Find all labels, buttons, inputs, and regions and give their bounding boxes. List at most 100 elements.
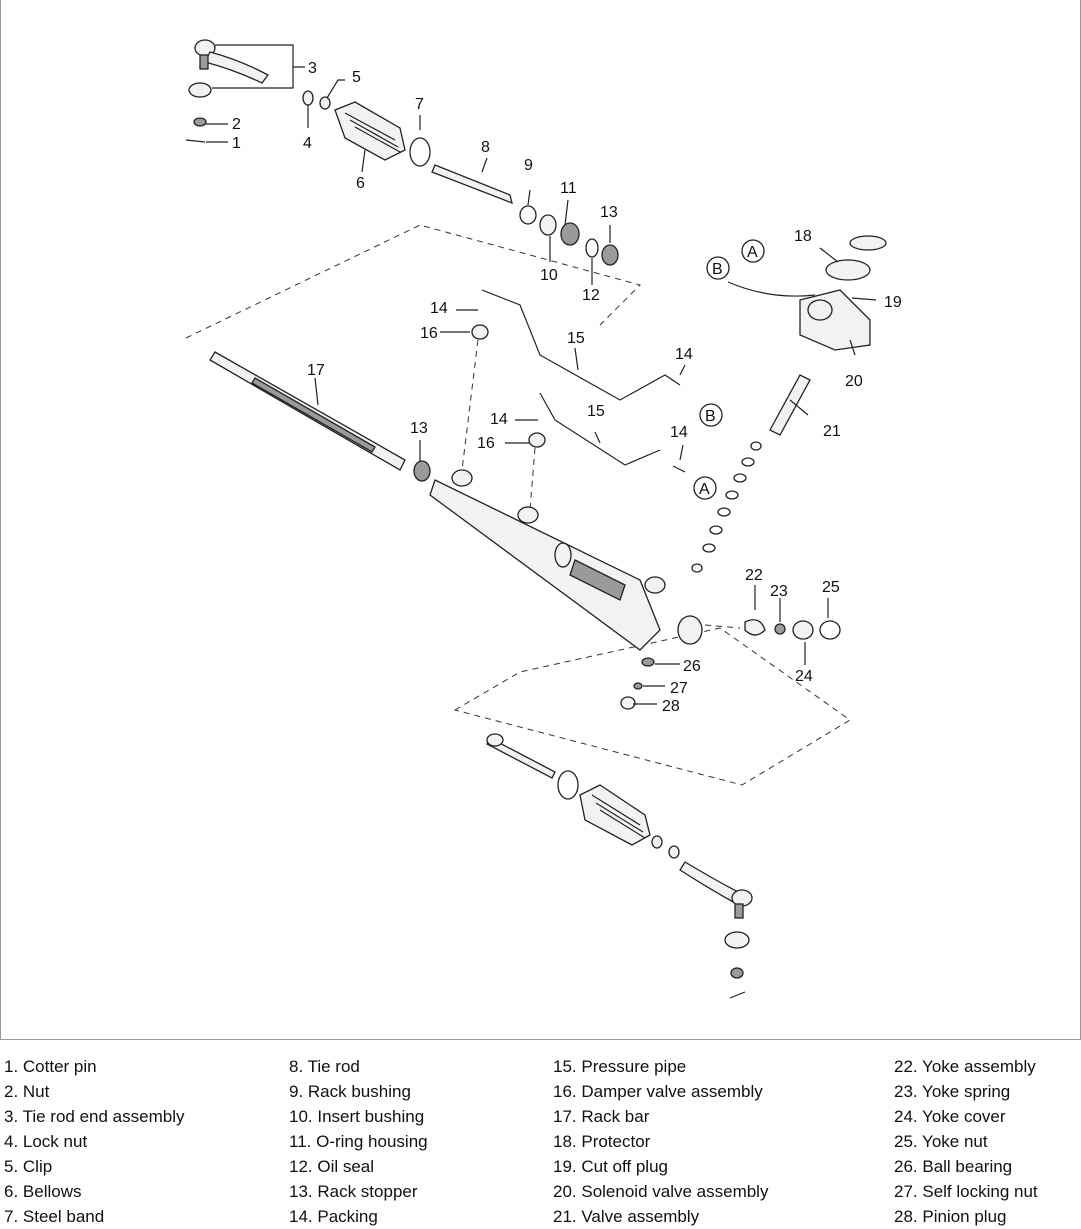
marker-b-upper: B xyxy=(712,261,723,278)
valve-assembly xyxy=(769,374,811,436)
tie-rod-upper xyxy=(431,164,513,205)
label-15-lower: 15 xyxy=(587,403,605,420)
ball-bearing xyxy=(641,657,655,667)
label-22: 22 xyxy=(745,567,763,584)
legend-item: 9. Rack bushing xyxy=(289,1082,411,1101)
label-21: 21 xyxy=(823,423,841,440)
legend-item: 8. Tie rod xyxy=(289,1057,360,1076)
marker-a-lower: A xyxy=(699,481,710,498)
lock-nut-lower xyxy=(668,845,680,859)
pressure-pipe-lower xyxy=(539,392,661,466)
label-14-c: 14 xyxy=(490,411,508,428)
label-23: 23 xyxy=(770,583,788,600)
clip-upper xyxy=(319,96,331,110)
label-7: 7 xyxy=(415,96,424,113)
legend-item: 28. Pinion plug xyxy=(894,1207,1007,1226)
legend-item: 15. Pressure pipe xyxy=(553,1057,687,1076)
label-11: 11 xyxy=(560,180,577,197)
label-15-upper: 15 xyxy=(567,330,585,347)
solenoid-valve-assembly xyxy=(799,235,887,351)
legend-item: 14. Packing xyxy=(289,1207,378,1226)
pinion-plug xyxy=(620,696,636,710)
parts-legend: 1. Cotter pin 2. Nut 3. Tie rod end asse… xyxy=(0,1048,1081,1226)
insert-bushing xyxy=(539,214,557,236)
legend-column-2: 8. Tie rod 9. Rack bushing 10. Insert bu… xyxy=(289,1054,428,1229)
bellows-upper xyxy=(334,101,406,161)
legend-item: 16. Damper valve assembly xyxy=(553,1082,763,1101)
legend-item: 4. Lock nut xyxy=(4,1132,88,1151)
legend-item: 13. Rack stopper xyxy=(289,1182,418,1201)
label-2: 2 xyxy=(232,116,241,133)
legend-item: 24. Yoke cover xyxy=(894,1107,1006,1126)
label-28: 28 xyxy=(662,698,680,715)
marker-a-upper: A xyxy=(747,244,758,261)
rack-stopper-lower xyxy=(413,460,431,482)
label-3: 3 xyxy=(308,60,317,77)
rack-bushing xyxy=(519,205,537,225)
label-25: 25 xyxy=(822,579,840,596)
legend-item: 22. Yoke assembly xyxy=(894,1057,1036,1076)
label-13-lower: 13 xyxy=(410,420,428,437)
tie-rod-end-lower xyxy=(679,861,753,999)
o-ring-housing xyxy=(560,222,580,246)
oil-seal xyxy=(585,238,599,258)
label-10: 10 xyxy=(540,267,558,284)
legend-item: 2. Nut xyxy=(4,1082,50,1101)
legend-item: 5. Clip xyxy=(4,1157,53,1176)
damper-valve-upper xyxy=(471,324,489,340)
label-18: 18 xyxy=(794,228,812,245)
legend-item: 19. Cut off plug xyxy=(553,1157,668,1176)
legend-item: 7. Steel band xyxy=(4,1207,105,1226)
yoke-nut xyxy=(819,620,841,640)
steel-band-upper xyxy=(409,137,431,167)
legend-column-3: 15. Pressure pipe 16. Damper valve assem… xyxy=(553,1054,768,1229)
legend-item: 26. Ball bearing xyxy=(894,1157,1013,1176)
label-6: 6 xyxy=(356,175,365,192)
label-4: 4 xyxy=(303,135,312,152)
label-14-a: 14 xyxy=(430,300,448,317)
label-12: 12 xyxy=(582,287,600,304)
label-14-b: 14 xyxy=(675,346,693,363)
label-20: 20 xyxy=(845,373,863,390)
label-16-lower: 16 xyxy=(477,435,495,452)
label-14-d: 14 xyxy=(670,424,688,441)
legend-item: 12. Oil seal xyxy=(289,1157,375,1176)
bellows-lower xyxy=(579,784,651,846)
legend-column-1: 1. Cotter pin 2. Nut 3. Tie rod end asse… xyxy=(4,1054,184,1229)
label-5: 5 xyxy=(352,69,361,86)
legend-item: 6. Bellows xyxy=(4,1182,82,1201)
rack-housing xyxy=(429,469,703,651)
legend-item: 17. Rack bar xyxy=(553,1107,650,1126)
legend-item: 27. Self locking nut xyxy=(894,1182,1038,1201)
self-locking-nut xyxy=(633,682,643,690)
exploded-view-diagram: A B B A 1 2 3 4 5 6 7 8 9 10 11 12 13 13… xyxy=(185,39,902,999)
yoke-spring xyxy=(774,623,786,635)
legend-item: 11. O-ring housing xyxy=(289,1132,428,1151)
legend-item: 10. Insert bushing xyxy=(289,1107,425,1126)
label-27: 27 xyxy=(670,680,688,697)
lock-nut-upper xyxy=(302,90,314,106)
label-26: 26 xyxy=(683,658,701,675)
label-8: 8 xyxy=(481,139,490,156)
legend-item: 23. Yoke spring xyxy=(894,1082,1011,1101)
label-9: 9 xyxy=(524,157,533,174)
legend-item: 25. Yoke nut xyxy=(894,1132,988,1151)
legend-item: 20. Solenoid valve assembly xyxy=(553,1182,769,1201)
tie-rod-end-upper xyxy=(185,39,269,143)
damper-valve-lower xyxy=(528,432,546,448)
pinion-rings xyxy=(691,441,762,573)
legend-item: 1. Cotter pin xyxy=(4,1057,97,1076)
yoke-assembly xyxy=(744,619,766,636)
rack-stopper-upper xyxy=(601,244,619,266)
clip-lower xyxy=(651,835,663,849)
yoke-cover xyxy=(792,620,814,640)
legend-item: 18. Protector xyxy=(553,1132,651,1151)
steel-band-lower xyxy=(557,770,579,800)
legend-item: 21. Valve assembly xyxy=(553,1207,700,1226)
label-17: 17 xyxy=(307,362,325,379)
label-1: 1 xyxy=(232,135,241,152)
dashed-region-lower xyxy=(453,627,851,786)
legend-column-4: 22. Yoke assembly 23. Yoke spring 24. Yo… xyxy=(894,1054,1038,1229)
pressure-pipe-upper xyxy=(481,289,681,401)
label-13-upper: 13 xyxy=(600,204,618,221)
